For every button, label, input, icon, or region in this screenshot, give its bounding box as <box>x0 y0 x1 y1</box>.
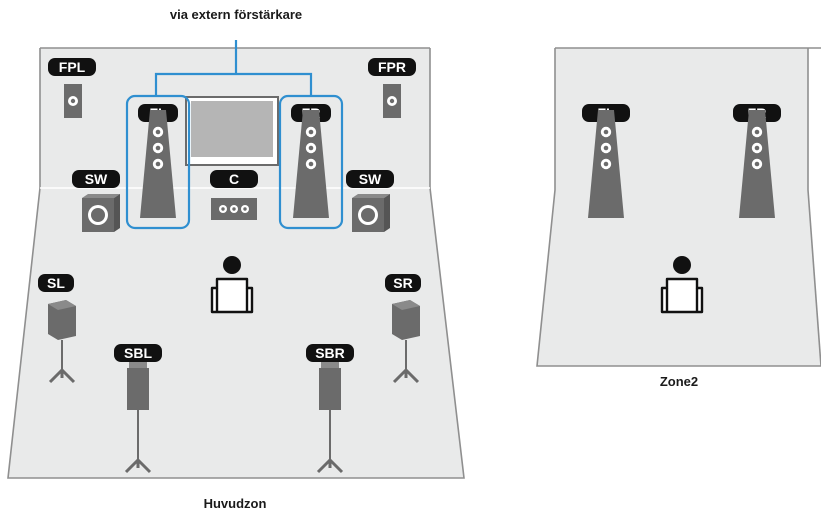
sbl-label: SBL <box>124 345 152 361</box>
sw-right-label: SW <box>359 171 382 187</box>
sw-left-label-bg <box>72 170 120 188</box>
zone2-caption: Zone2 <box>659 374 699 389</box>
c-label: C <box>229 171 239 187</box>
fpr-speaker <box>383 84 401 118</box>
sl-label-bg <box>38 274 74 292</box>
c-label-bg <box>210 170 258 188</box>
fl-highlight-box <box>125 94 191 230</box>
fpl-label-bg <box>48 58 96 76</box>
sbr-label-bg <box>306 344 354 362</box>
sw-right-subwoofer <box>352 194 390 232</box>
sw-left-subwoofer <box>82 194 120 232</box>
main-zone-caption: Huvudzon <box>203 496 267 511</box>
fpl-speaker <box>64 84 82 118</box>
sbl-label-bg <box>114 344 162 362</box>
sr-label: SR <box>393 275 412 291</box>
sbr-label: SBR <box>315 345 345 361</box>
fpl-label: FPL <box>59 59 86 75</box>
fpr-label-bg <box>368 58 416 76</box>
c-center-speaker <box>211 198 257 220</box>
fr-highlight-box <box>278 94 344 230</box>
external-amp-caption: via extern förstärkare <box>169 7 303 22</box>
zone2-room <box>536 47 821 367</box>
tv-screen <box>185 96 279 166</box>
sl-label: SL <box>47 275 65 291</box>
external-amp-connector <box>154 40 313 96</box>
sw-left-label: SW <box>85 171 108 187</box>
sr-label-bg <box>385 274 421 292</box>
sw-right-label-bg <box>346 170 394 188</box>
fpr-label: FPR <box>378 59 406 75</box>
